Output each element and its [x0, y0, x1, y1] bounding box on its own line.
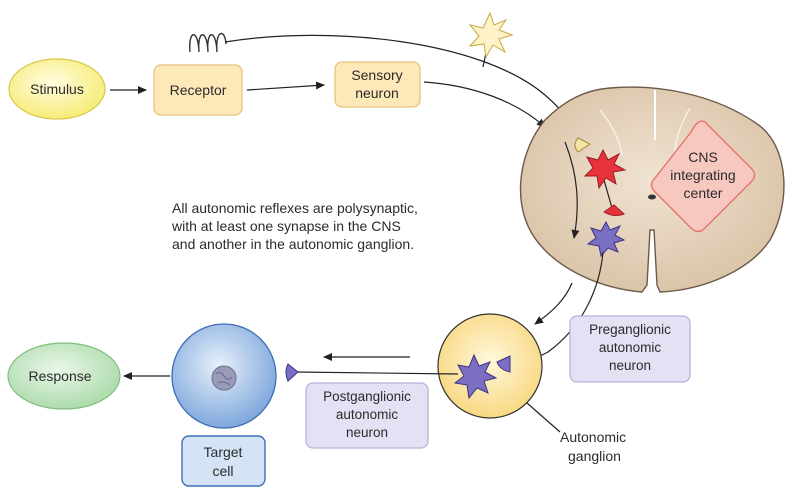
cns-label-1: CNS	[688, 149, 718, 165]
cns-label-2: integrating	[670, 167, 735, 183]
stimulus-node: Stimulus	[8, 58, 106, 120]
polysynaptic-note: All autonomic reflexes are polysynaptic,…	[171, 200, 418, 252]
postganglionic-label-box: Postganglionic autonomic neuron	[305, 382, 429, 449]
stimulus-label: Stimulus	[30, 81, 84, 97]
postganglionic-label-1: Postganglionic	[323, 389, 411, 404]
target-label-2: cell	[212, 463, 233, 479]
ganglion-label-2: ganglion	[568, 448, 621, 464]
target-cell	[171, 323, 277, 429]
sensory-neuron-node: Sensory neuron	[334, 61, 421, 108]
preganglionic-cell-body-icon	[586, 220, 626, 258]
note-line-2: with at least one synapse in the CNS	[171, 218, 401, 234]
note-line-3: and another in the autonomic ganglion.	[172, 236, 414, 252]
receptor-label: Receptor	[170, 82, 227, 98]
sensory-label-2: neuron	[355, 85, 399, 101]
target-cell-label-box: Target cell	[181, 435, 266, 487]
coil-receptor-icon	[189, 32, 227, 53]
preganglionic-label-3: neuron	[609, 358, 651, 373]
preganglionic-label-box: Preganglionic autonomic neuron	[569, 315, 691, 383]
interneuron-icon	[583, 148, 627, 217]
autonomic-ganglion	[437, 313, 543, 419]
cns-label-3: center	[684, 185, 723, 201]
target-label-1: Target	[204, 444, 243, 460]
postganglionic-label-3: neuron	[346, 425, 388, 440]
arrow-cord-ganglion	[534, 282, 573, 325]
postganglionic-axon	[295, 371, 459, 375]
arrow-receptor-sensory	[246, 81, 325, 91]
response-label: Response	[28, 368, 91, 384]
preganglionic-label-2: autonomic	[599, 340, 662, 355]
sensory-terminal-icon	[574, 137, 591, 153]
response-node: Response	[7, 342, 121, 410]
cns-integrating-center: CNS integrating center	[650, 120, 756, 233]
arrow-cord-descending	[564, 141, 580, 239]
note-line-1: All autonomic reflexes are polysynaptic,	[172, 200, 418, 216]
preganglionic-label-1: Preganglionic	[589, 322, 671, 337]
ganglion-pointer-line	[526, 402, 561, 433]
sensory-cell-body-icon	[468, 11, 514, 68]
ganglion-label-1: Autonomic	[560, 429, 626, 445]
receptor-node: Receptor	[153, 64, 243, 116]
sensory-label-1: Sensory	[351, 67, 402, 83]
postganglionic-terminal-icon	[285, 363, 299, 382]
arrow-sensory-cns	[423, 81, 546, 128]
postganglionic-label-2: autonomic	[336, 407, 399, 422]
